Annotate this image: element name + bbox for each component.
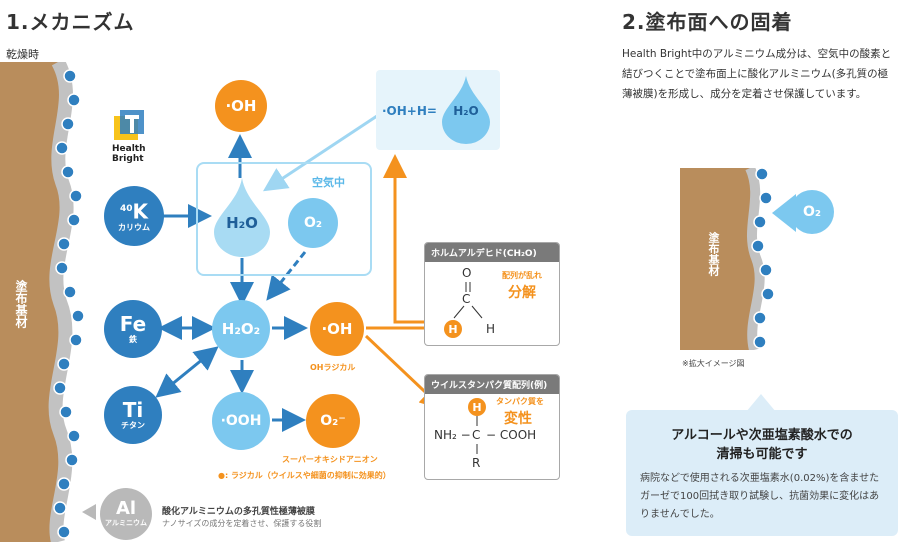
al-name: アルミニウム bbox=[105, 519, 147, 527]
oh-h-equation: ·OH+H= bbox=[382, 104, 437, 118]
callout-body: 病院などで使用される次亜塩素水(0.02%)を含ませたガーゼで100回拭き取り試… bbox=[640, 473, 880, 520]
v-nh2: NH₂ − bbox=[434, 428, 471, 442]
o2-node: O₂ bbox=[288, 198, 338, 248]
formaldehyde-bonds bbox=[453, 282, 483, 319]
oh-top-node: ·OH bbox=[215, 80, 267, 132]
virus-note1: タンパク質を bbox=[496, 397, 544, 406]
ooh-label: ·OOH bbox=[220, 413, 262, 429]
oh-mid-label: ·OH bbox=[321, 320, 353, 338]
o2-arrow-shape bbox=[772, 194, 796, 232]
v-r: R bbox=[472, 456, 481, 470]
v-h: H bbox=[472, 400, 482, 414]
water-drop-icon bbox=[442, 76, 490, 144]
formaldehyde-note1: 配列が乱れ bbox=[502, 271, 542, 280]
h2o2-node: H₂O₂ bbox=[212, 300, 270, 358]
f-c: C bbox=[462, 292, 471, 306]
formaldehyde-note2: 分解 bbox=[508, 285, 536, 301]
pointer-triangle-icon bbox=[82, 504, 96, 520]
formaldehyde-head: ホルムアルデヒド(CH₂O) bbox=[425, 243, 559, 262]
h2o2-label: H₂O₂ bbox=[221, 320, 261, 338]
oh-radical-label: OHラジカル bbox=[310, 363, 356, 372]
dry-label: 乾燥時 bbox=[6, 48, 39, 61]
health-bright-logo-icon bbox=[114, 110, 144, 140]
callout-pointer bbox=[746, 394, 776, 412]
air-label: 空気中 bbox=[312, 176, 345, 189]
closeup-o2-label: O₂ bbox=[802, 204, 822, 220]
ti-name: チタン bbox=[121, 420, 145, 430]
v-h-node: H bbox=[468, 398, 486, 416]
al-desc1: 酸化アルミニウムの多孔質性極薄被膜 bbox=[162, 507, 315, 517]
h2o-drop-icon bbox=[214, 178, 270, 257]
k-symbol: K bbox=[132, 199, 149, 224]
f-o: O bbox=[462, 266, 472, 280]
ooh-node: ·OOH bbox=[212, 392, 270, 450]
f-h1: H bbox=[448, 322, 458, 336]
brand-line1: Health bbox=[112, 144, 146, 154]
superoxide-label: スーパーオキシドアニオン bbox=[282, 455, 378, 464]
closeup-o2-node: O₂ bbox=[790, 190, 834, 234]
oh-top-label: ·OH bbox=[225, 97, 257, 115]
fe-symbol: Fe bbox=[119, 311, 147, 336]
h2o-small-label: H₂O bbox=[453, 104, 479, 118]
ti-symbol: Ti bbox=[122, 397, 144, 422]
v-cooh: − COOH bbox=[486, 428, 537, 442]
o2-label: O₂ bbox=[303, 215, 323, 231]
radical-note: ●: ラジカル（ウイルスや細菌の抑制に効果的） bbox=[218, 471, 391, 480]
f-h2: H bbox=[486, 322, 496, 336]
iron-node: Fe 鉄 bbox=[104, 300, 162, 358]
section-title-adhesion: 2.塗布面への固着 bbox=[622, 10, 793, 34]
cleaning-callout: アルコールや次亜塩素酸水での 清掃も可能です 病院などで使用される次亜塩素水(0… bbox=[626, 410, 898, 536]
virus-head: ウイルスタンパク質配列(例) bbox=[425, 375, 559, 394]
fe-name: 鉄 bbox=[129, 334, 137, 344]
oh-mid-node: ·OH bbox=[310, 302, 364, 356]
virus-bonds bbox=[476, 416, 478, 454]
closeup-caption: ※拡大イメージ図 bbox=[682, 359, 745, 368]
al-symbol: Al bbox=[115, 498, 137, 519]
titanium-node: Ti チタン bbox=[104, 386, 162, 444]
h2o-label: H₂O bbox=[226, 214, 258, 232]
al-desc2: ナノサイズの成分を定着させ、保護する役割 bbox=[162, 519, 322, 528]
f-h1-node: H bbox=[444, 320, 462, 338]
v-c: C bbox=[472, 428, 481, 442]
k-mass: 40 bbox=[119, 204, 133, 215]
air-box bbox=[196, 162, 372, 276]
callout-title2: 清掃も可能です bbox=[716, 447, 808, 462]
brand-line2: Bright bbox=[112, 154, 144, 164]
section-title-mechanism: 1.メカニズム bbox=[6, 10, 135, 34]
o2minus-label: O₂⁻ bbox=[320, 413, 346, 429]
aluminium-node: Al アルミニウム bbox=[100, 488, 152, 540]
callout-title1: アルコールや次亜塩素酸水での bbox=[671, 428, 853, 443]
brand-name: Health Bright bbox=[112, 144, 146, 164]
k-name: カリウム bbox=[118, 222, 150, 232]
substrate-illustration bbox=[0, 62, 85, 542]
virus-protein-box: ウイルスタンパク質配列(例) bbox=[424, 374, 560, 480]
adhesion-paragraph: Health Bright中のアルミニウム成分は、空気中の酸素と結びつくことで塗… bbox=[622, 48, 892, 100]
closeup-substrate-label: 塗布基材 bbox=[707, 232, 720, 276]
coating-closeup-illustration bbox=[680, 168, 775, 350]
superoxide-node: O₂⁻ bbox=[306, 394, 360, 448]
virus-note2: 変性 bbox=[504, 411, 532, 427]
potassium-node: 40K カリウム bbox=[104, 186, 164, 246]
substrate-label: 塗布基材 bbox=[14, 280, 28, 328]
